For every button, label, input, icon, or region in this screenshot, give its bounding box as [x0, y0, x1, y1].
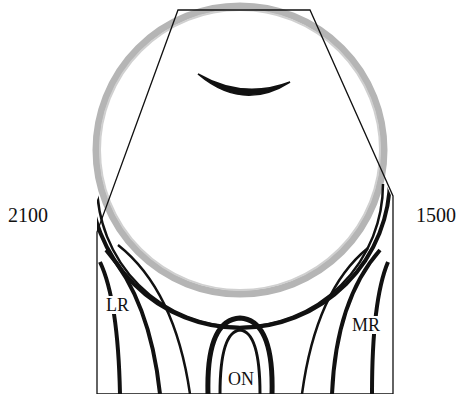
nerve-label: ON: [226, 370, 256, 388]
globe-wall: [90, 178, 390, 328]
frequency-label: 2100: [8, 205, 48, 225]
lateral-rectus: [100, 262, 120, 394]
frequency-label: 1500: [416, 205, 456, 225]
grey-ring: [96, 6, 384, 294]
lens-crescent: [198, 74, 290, 95]
muscle-label: MR: [350, 316, 382, 334]
grey-ring-inner: [100, 10, 380, 290]
optic-nerve: [208, 318, 272, 394]
scan-field: [97, 10, 393, 394]
muscle-label: LR: [104, 296, 131, 314]
